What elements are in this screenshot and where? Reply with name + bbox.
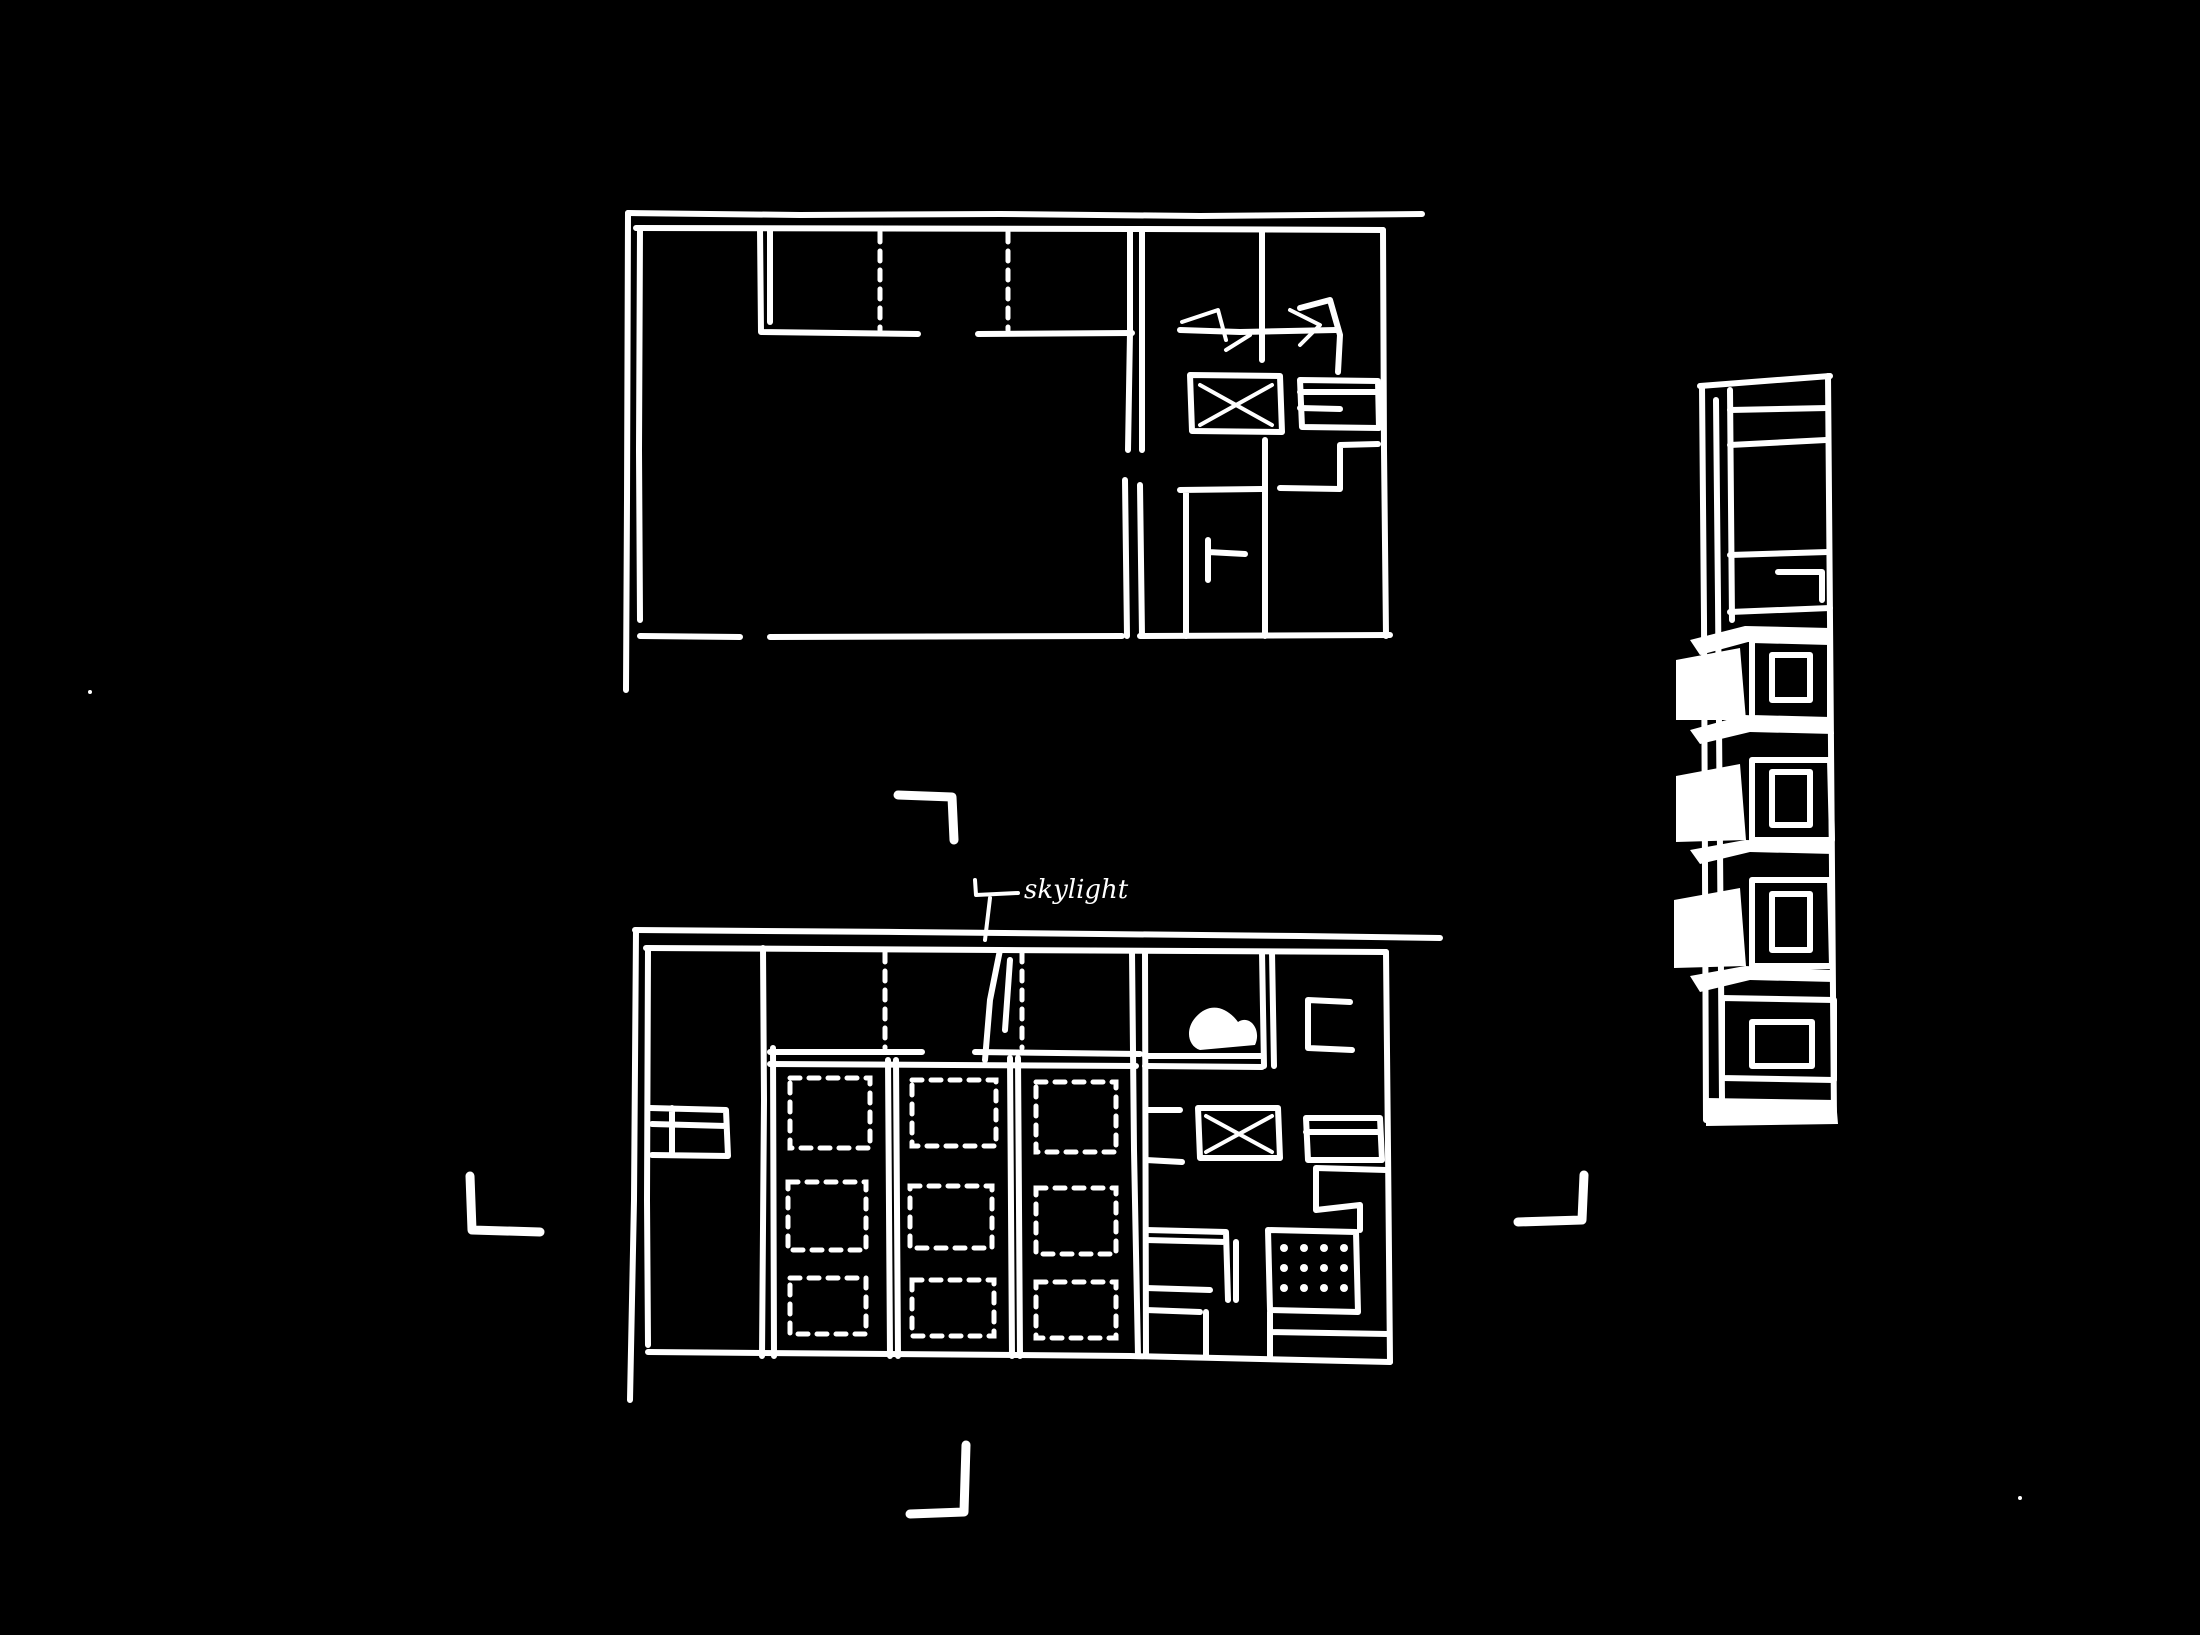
lower-plan-core-wall-low	[1143, 1107, 1185, 1165]
section-band-2	[1690, 715, 1834, 744]
lower-plan-lift-box	[1303, 1115, 1385, 1163]
lower-plan-left-wall	[627, 927, 639, 1403]
pen-mark-1	[88, 690, 92, 694]
upper-plan-top-wall	[625, 210, 1425, 219]
lower-plan-core-planting	[1188, 1007, 1258, 1050]
lower-plan-bay-wall-4b	[1142, 949, 1149, 1359]
lower-plan-skylight-2-2	[907, 1183, 995, 1251]
lower-plan-skylight-3-2	[909, 1277, 997, 1339]
lower-plan-skylight-1-3	[1033, 1079, 1119, 1155]
skylight-note: skylight	[1024, 875, 1129, 905]
lower-plan-bay-beam	[767, 1049, 1143, 1057]
skylight-leader-line	[973, 878, 1020, 942]
upper-plan-wc-fixture	[1205, 537, 1248, 583]
upper-plan-duct	[1297, 297, 1343, 375]
upper-plan-right-wall	[1380, 227, 1389, 639]
section-inner-left	[1713, 397, 1725, 1103]
lower-plan-top-wall	[632, 927, 1443, 941]
upper-plan-stair-x	[1198, 383, 1274, 427]
upper-plan-left-wall	[623, 210, 631, 693]
section-box-2	[1749, 757, 1835, 843]
section-left-edge	[1699, 383, 1709, 1123]
upper-plan-plant-sketch	[1180, 308, 1322, 352]
section-box-1	[1749, 637, 1833, 723]
lower-plan-bay-wall-2	[885, 1057, 901, 1359]
section-marker-left	[465, 1171, 545, 1237]
lower-plan-wc-walls-2	[1143, 1285, 1213, 1359]
pen-mark-2	[2018, 1496, 2022, 1500]
lower-plan-core-cabinet	[1305, 997, 1355, 1053]
upper-plan-corridor	[1177, 327, 1339, 335]
lower-plan-bottom-wall	[645, 1349, 1393, 1365]
upper-plan-bay-wall-1	[757, 226, 921, 337]
lower-plan-bay-wall-4	[1129, 949, 1141, 1359]
lower-plan-skylight-2-3	[1033, 1185, 1119, 1257]
section-box-3	[1749, 877, 1835, 969]
section-band-4	[1690, 966, 1834, 992]
section-band-3	[1690, 840, 1834, 864]
lower-plan-wc-walls	[1143, 1227, 1239, 1303]
upper-plan-wc-wall	[1177, 486, 1265, 639]
lower-plan-skylight-2-1	[785, 1179, 869, 1253]
lower-plan-bay-wall-1	[759, 945, 767, 1359]
upper-plan-bottom-wall	[637, 632, 1393, 640]
section-top	[1697, 373, 1833, 389]
upper-plan-core-wall	[1125, 226, 1133, 453]
upper-plan-stair-box	[1187, 372, 1285, 435]
lower-plan-stair-box	[1195, 1105, 1283, 1161]
lower-plan-bay-wall-3	[1007, 1055, 1023, 1359]
upper-plan-core-wall-lower	[1122, 477, 1130, 639]
lower-plan-stair-x	[1204, 1114, 1274, 1154]
upper-plan-service-wall	[1259, 227, 1268, 639]
lower-plan-grid-dots	[1280, 1244, 1348, 1292]
skylight-annotation: skylight	[973, 875, 1129, 942]
section-elevation	[1674, 373, 1838, 1126]
section-box-4	[1719, 995, 1837, 1083]
lower-floor-plan	[627, 927, 1443, 1403]
upper-plan-core-wall-2-lower	[1137, 482, 1145, 639]
lower-plan-core-wall-low-2	[1313, 1165, 1389, 1233]
lower-plan-left-wall-inner	[644, 945, 651, 1348]
lower-plan-core-bottom	[1267, 1309, 1391, 1359]
lower-plan-skylight-3-3	[1033, 1279, 1119, 1341]
upper-plan-top-wall-inner	[633, 225, 1386, 233]
section-floor-lines	[1727, 405, 1833, 615]
section-markers	[465, 790, 1589, 1519]
lower-plan-right-wall	[1383, 949, 1393, 1365]
upper-plan-wc-wall-2	[1277, 441, 1381, 492]
upper-plan-lift-box-top	[1297, 389, 1381, 412]
lower-plan-skylight-shaft	[982, 947, 1013, 1063]
upper-plan-lift-box	[1297, 377, 1382, 431]
section-marker-bottom	[905, 1440, 971, 1519]
section-marker-right	[1513, 1170, 1589, 1227]
lower-plan-top-wall-inner	[643, 945, 1389, 955]
lower-plan-core-corridor	[1142, 1053, 1265, 1070]
lower-plan-skylight-1-2	[909, 1077, 999, 1149]
lower-plan-bay-wall-1b	[770, 1045, 777, 1359]
section-base	[1706, 1098, 1838, 1126]
lower-plan-skylight-3-1	[787, 1275, 869, 1337]
upper-plan-left-wall-inner	[636, 225, 643, 623]
section-balcony-2	[1676, 764, 1746, 842]
lower-plan-grid-box	[1265, 1227, 1361, 1315]
section-balcony-3	[1674, 888, 1746, 968]
section-small-box	[1775, 569, 1825, 603]
upper-plan-bay-wall-2	[975, 330, 1135, 337]
section-balcony-1	[1676, 648, 1746, 720]
lower-plan-skylight-1-1	[787, 1075, 873, 1151]
section-marker-top	[893, 790, 959, 845]
section-inner-line	[1727, 387, 1735, 623]
lower-plan-core-divider	[1259, 949, 1277, 1069]
upper-floor-plan	[623, 210, 1425, 693]
lower-plan-bay-beam-2	[767, 1061, 1139, 1069]
lower-plan-left-fixture	[647, 1105, 731, 1159]
